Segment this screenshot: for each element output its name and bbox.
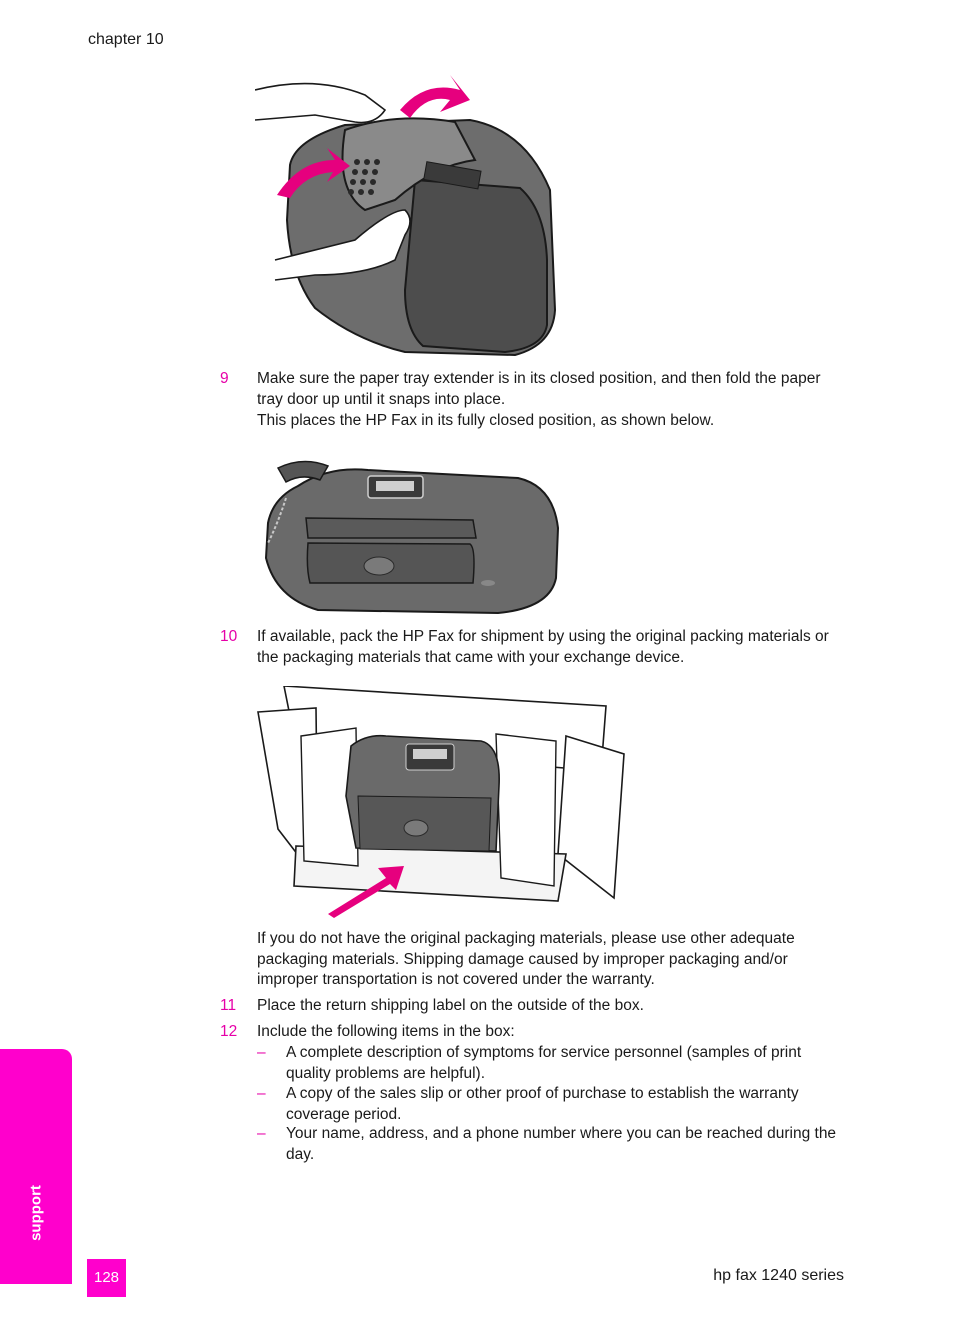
list-item-text: A copy of the sales slip or other proof … [286, 1085, 799, 1123]
list-item-text: A complete description of symptoms for s… [286, 1044, 802, 1082]
step-text-followup: This places the HP Fax in its fully clos… [257, 412, 715, 429]
step-text: Make sure the paper tray extender is in … [257, 370, 821, 408]
list-item: – A complete description of symptoms for… [257, 1043, 847, 1084]
list-item: – Your name, address, and a phone number… [257, 1124, 847, 1165]
bullet-dash: – [257, 1085, 266, 1102]
list-item-text: Your name, address, and a phone number w… [286, 1125, 837, 1163]
step-number: 11 [220, 997, 237, 1014]
step-text: Place the return shipping label on the o… [257, 997, 644, 1014]
step-9: 9 Make sure the paper tray extender is i… [220, 368, 850, 431]
bullet-dash: – [257, 1125, 266, 1142]
step-10: 10 If available, pack the HP Fax for shi… [220, 626, 850, 668]
figure-packing-box [257, 686, 625, 918]
step-number: 12 [220, 1023, 238, 1040]
figure-fax-closed [264, 460, 560, 615]
step-text: Include the following items in the box: [257, 1023, 515, 1040]
figure-fold-tray-door [255, 75, 557, 357]
section-label: support [27, 1185, 45, 1241]
bullet-dash: – [257, 1044, 266, 1061]
step-11: 11 Place the return shipping label on th… [220, 995, 850, 1016]
page-number: 128 [87, 1259, 126, 1297]
packaging-note: If you do not have the original packagin… [257, 930, 795, 988]
step-number: 10 [220, 628, 238, 645]
footer-product-name: hp fax 1240 series [713, 1267, 844, 1284]
step-text: If available, pack the HP Fax for shipme… [257, 628, 829, 666]
step-12: 12 Include the following items in the bo… [220, 1021, 850, 1042]
chapter-label: chapter 10 [88, 31, 164, 48]
section-side-tab: support [0, 1049, 72, 1284]
list-item: – A copy of the sales slip or other proo… [257, 1084, 847, 1125]
step-number: 9 [220, 370, 229, 387]
